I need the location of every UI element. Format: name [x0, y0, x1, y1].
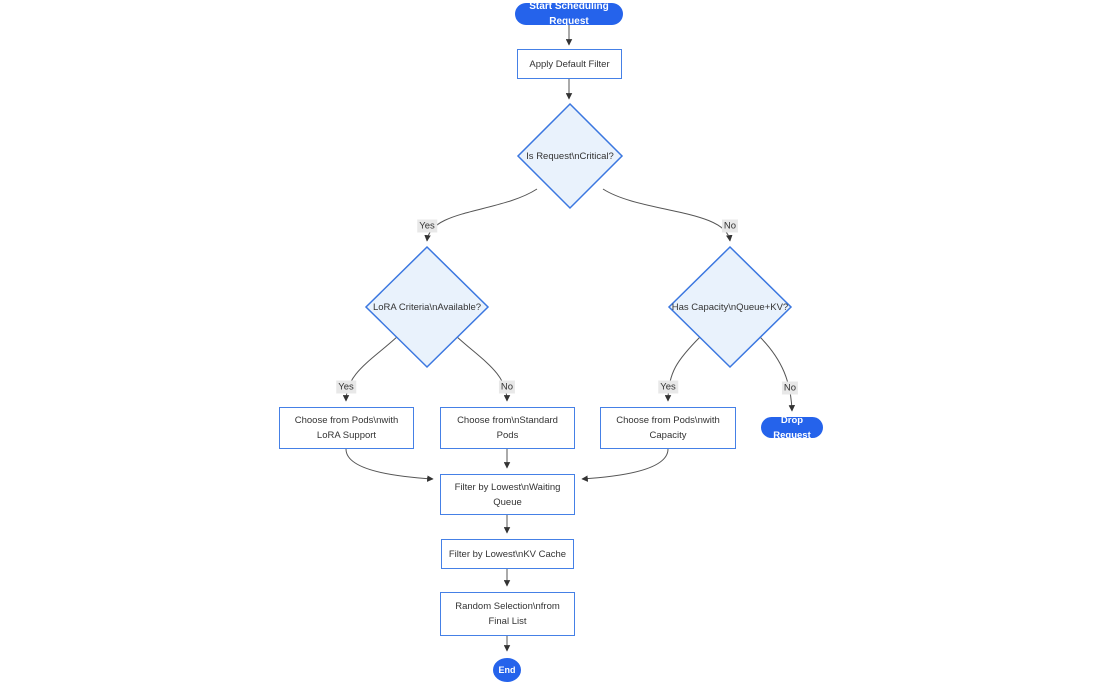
decision-lora-criteria-shape	[364, 245, 490, 369]
edge-label-critical-yes: Yes	[417, 219, 437, 233]
node-choose-capacity-pods-line2: Capacity	[649, 430, 687, 441]
edge-label-critical-no: No	[721, 219, 739, 233]
node-choose-standard-pods-line2: Pods	[496, 430, 519, 441]
node-filter-kv-cache: Filter by Lowest\nKV Cache	[441, 539, 574, 569]
node-apply-default-filter: Apply Default Filter	[517, 49, 622, 79]
node-filter-waiting-queue-line2: Queue	[493, 496, 522, 508]
node-random-selection-line2: Final List	[488, 616, 527, 627]
node-has-capacity: Has Capacity\nQueue+KV?	[665, 297, 795, 317]
node-is-request-critical-label: Is Request\nCritical?	[526, 150, 614, 162]
node-filter-waiting-queue: Filter by Lowest\nWaiting Queue	[440, 474, 575, 515]
node-drop-request: Drop Request	[761, 415, 823, 441]
decision-is-request-critical-shape	[516, 102, 624, 210]
node-end-label: End	[498, 664, 516, 675]
node-lora-criteria-label: LoRA Criteria\nAvailable?	[372, 301, 482, 313]
node-choose-capacity-pods: Choose from Pods\nwith Capacity	[600, 407, 736, 449]
node-choose-lora-pods-line2: LoRA Support	[316, 430, 377, 441]
edge-capacitypods-to-filterqueue	[581, 448, 669, 482]
node-choose-standard-pods: Choose from\nStandard Pods	[440, 407, 575, 449]
node-choose-lora-pods-line1: Choose from Pods\nwith	[294, 415, 399, 426]
edge-capacity-yes	[664, 335, 702, 402]
node-has-capacity-label: Has Capacity\nQueue+KV?	[671, 301, 789, 313]
edge-label-capacity-yes: Yes	[658, 380, 678, 394]
edge-label-lora-yes: Yes	[336, 380, 356, 394]
node-lora-criteria: LoRA Criteria\nAvailable?	[362, 297, 492, 317]
node-random-selection-line1: Random Selection\nfrom	[455, 601, 560, 612]
decision-has-capacity-shape	[667, 245, 793, 369]
node-end: End	[493, 658, 521, 682]
node-choose-standard-pods-line1: Choose from\nStandard	[457, 415, 558, 426]
edge-critical-yes	[424, 188, 538, 242]
node-drop-request-label: Drop Request	[773, 414, 811, 441]
node-choose-lora-pods: Choose from Pods\nwith LoRA Support	[279, 407, 414, 449]
node-start: Start Scheduling Request	[515, 1, 623, 27]
node-apply-default-filter-label: Apply Default Filter	[529, 58, 610, 70]
node-filter-waiting-queue-line1: Filter by Lowest\nWaiting	[454, 481, 561, 493]
edge-label-capacity-no: No	[781, 381, 799, 395]
edge-label-lora-no: No	[498, 380, 516, 394]
node-choose-capacity-pods-line1: Choose from Pods\nwith	[616, 415, 720, 426]
node-filter-kv-cache-label: Filter by Lowest\nKV Cache	[448, 548, 567, 560]
node-random-selection: Random Selection\nfrom Final List	[440, 592, 575, 636]
edge-lorapods-to-filterqueue	[345, 448, 434, 482]
node-is-request-critical: Is Request\nCritical?	[510, 146, 630, 166]
edge-capacity-no	[758, 335, 796, 412]
edge-critical-no	[602, 188, 733, 242]
node-start-label: Start Scheduling Request	[529, 1, 609, 27]
